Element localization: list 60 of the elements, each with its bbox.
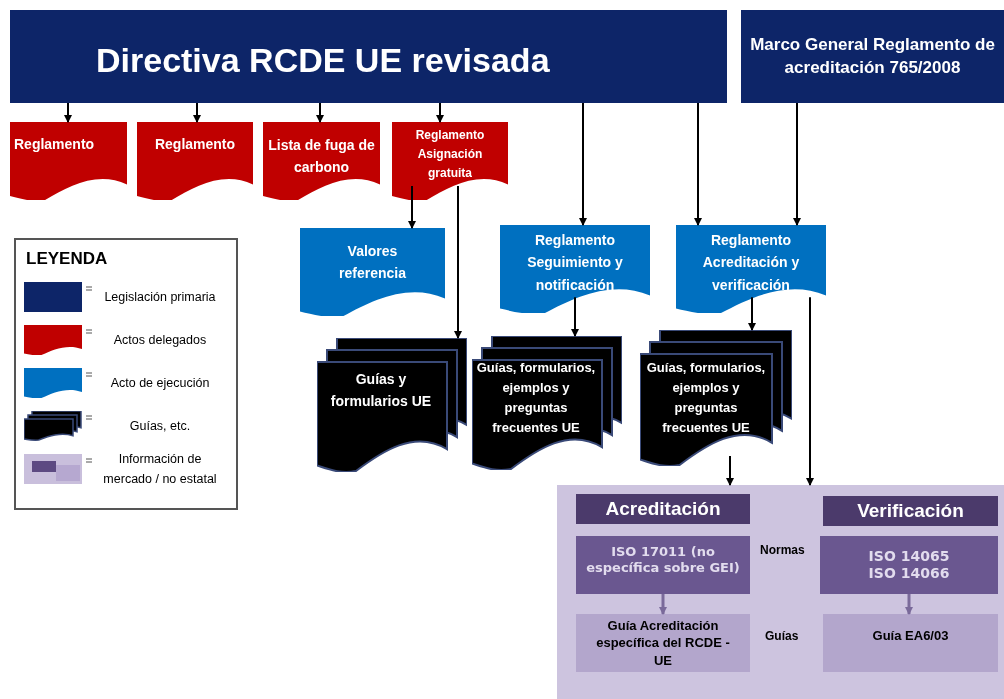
- arrow: [408, 184, 416, 229]
- node-text: Guías, formularios, ejemplos y preguntas frecuentes UE: [475, 359, 597, 438]
- node-text: Guías, formularios, ejemplos y preguntas frecuentes UE: [645, 359, 767, 438]
- node-text: Reglamento Seguimiento y notificación: [526, 231, 624, 295]
- node-text: Reglamento: [154, 135, 236, 154]
- standard-box: [576, 536, 750, 594]
- arrow: [316, 102, 324, 123]
- node-text: ISO 14065 ISO 14066: [867, 548, 951, 582]
- guidance-document-stack: [472, 336, 622, 470]
- node-text: Guía EA6/03: [872, 627, 949, 645]
- node-text: Verificación: [857, 498, 964, 523]
- node-text: Reglamento Asignación gratuita: [414, 127, 486, 183]
- arrow: [726, 455, 734, 486]
- arrow: [454, 184, 462, 339]
- arrow: [905, 594, 913, 615]
- section-header: [823, 496, 998, 526]
- arrow: [659, 594, 667, 615]
- node-text: Marco General Reglamento de acreditación 765/2008: [749, 34, 996, 79]
- arrow: [694, 102, 702, 226]
- guidance-document-stack: [317, 338, 467, 472]
- legend-label: Guías, etc.: [128, 418, 192, 435]
- arrow: [793, 102, 801, 226]
- arrow: [436, 102, 444, 123]
- arrow: [64, 102, 72, 123]
- legend-label: Legislación primaria: [103, 289, 217, 306]
- arrow: [571, 296, 579, 337]
- implementing-act-document: [300, 228, 445, 316]
- arrow: [806, 296, 814, 486]
- arrow: [748, 296, 756, 331]
- node-text: Valores referencia: [338, 242, 407, 284]
- section-header: [576, 494, 750, 524]
- market-information-panel: [557, 485, 1004, 699]
- guide-box: [576, 614, 750, 672]
- standard-box: [820, 536, 998, 594]
- node-text: Acreditación: [605, 496, 721, 521]
- node-text: Lista de fuga de carbono: [267, 136, 376, 178]
- legend-title: LEYENDA: [26, 248, 108, 270]
- legend-label: Información de mercado / no estatal: [102, 451, 218, 488]
- node-text: Reglamento Acreditación y verificación: [701, 231, 801, 295]
- legislation-box: [741, 10, 1004, 103]
- row-label: Guías: [765, 628, 799, 645]
- legend-label: Actos delegados: [112, 332, 208, 349]
- node-text: Guía Acreditación específica del RCDE - UE: [595, 616, 731, 670]
- delegated-act-document: [10, 122, 127, 200]
- row-label: Normas: [760, 542, 805, 559]
- node-text: Guías y formularios UE: [329, 370, 433, 412]
- node-text: Reglamento: [14, 135, 95, 154]
- arrow: [193, 102, 201, 123]
- guide-box: [823, 614, 998, 672]
- node-text: ISO 17011 (no específica sobre GEI): [585, 544, 741, 576]
- delegated-act-document: [137, 122, 253, 200]
- arrow: [579, 102, 587, 226]
- diagram-title: Directiva RCDE UE revisada: [96, 43, 550, 77]
- legislation-box: [10, 10, 727, 103]
- implementing-act-document: [676, 225, 826, 313]
- guidance-document-stack: [640, 330, 792, 466]
- delegated-act-document: [392, 122, 508, 200]
- delegated-act-document: [263, 122, 380, 200]
- legend-label: Acto de ejecución: [109, 375, 211, 392]
- implementing-act-document: [500, 225, 650, 313]
